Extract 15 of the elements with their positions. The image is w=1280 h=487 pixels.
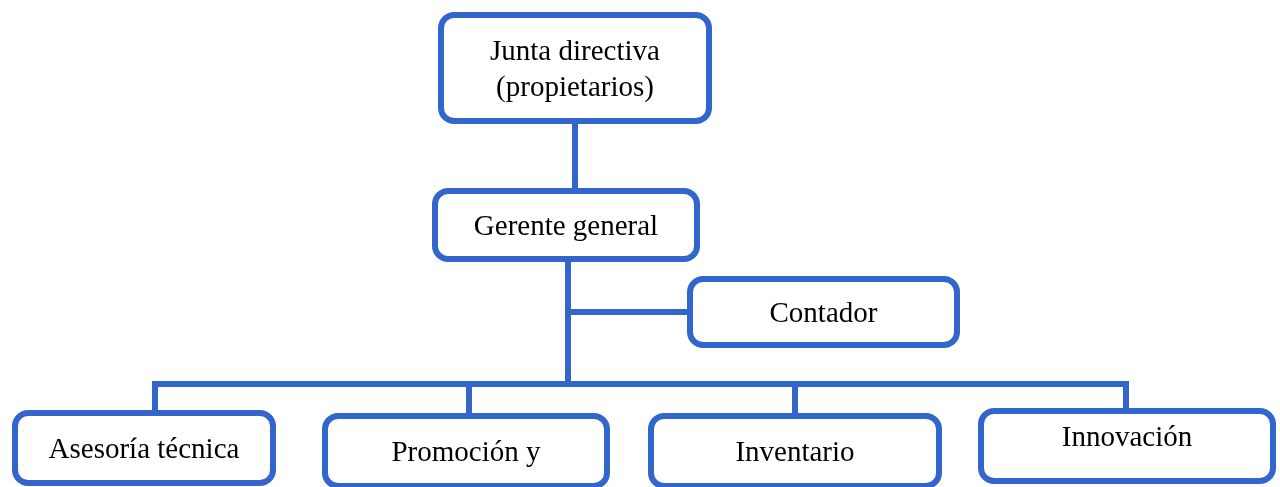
org-box bbox=[12, 410, 276, 486]
box-label: Gerente general bbox=[473, 207, 659, 243]
box-label: Junta directiva (propietarios) bbox=[489, 32, 661, 104]
org-box bbox=[322, 413, 610, 487]
box-label: Inventario bbox=[735, 433, 855, 469]
box-label: Promoción y bbox=[391, 433, 541, 469]
box-label: Asesoría técnica bbox=[48, 430, 240, 466]
org-box bbox=[432, 188, 700, 262]
connector-line bbox=[572, 124, 578, 188]
org-box bbox=[687, 276, 960, 348]
box-label: Innovación bbox=[1061, 418, 1193, 454]
org-box bbox=[978, 408, 1276, 484]
org-box bbox=[648, 413, 942, 487]
box-label: Contador bbox=[769, 294, 878, 330]
org-box bbox=[438, 12, 712, 124]
